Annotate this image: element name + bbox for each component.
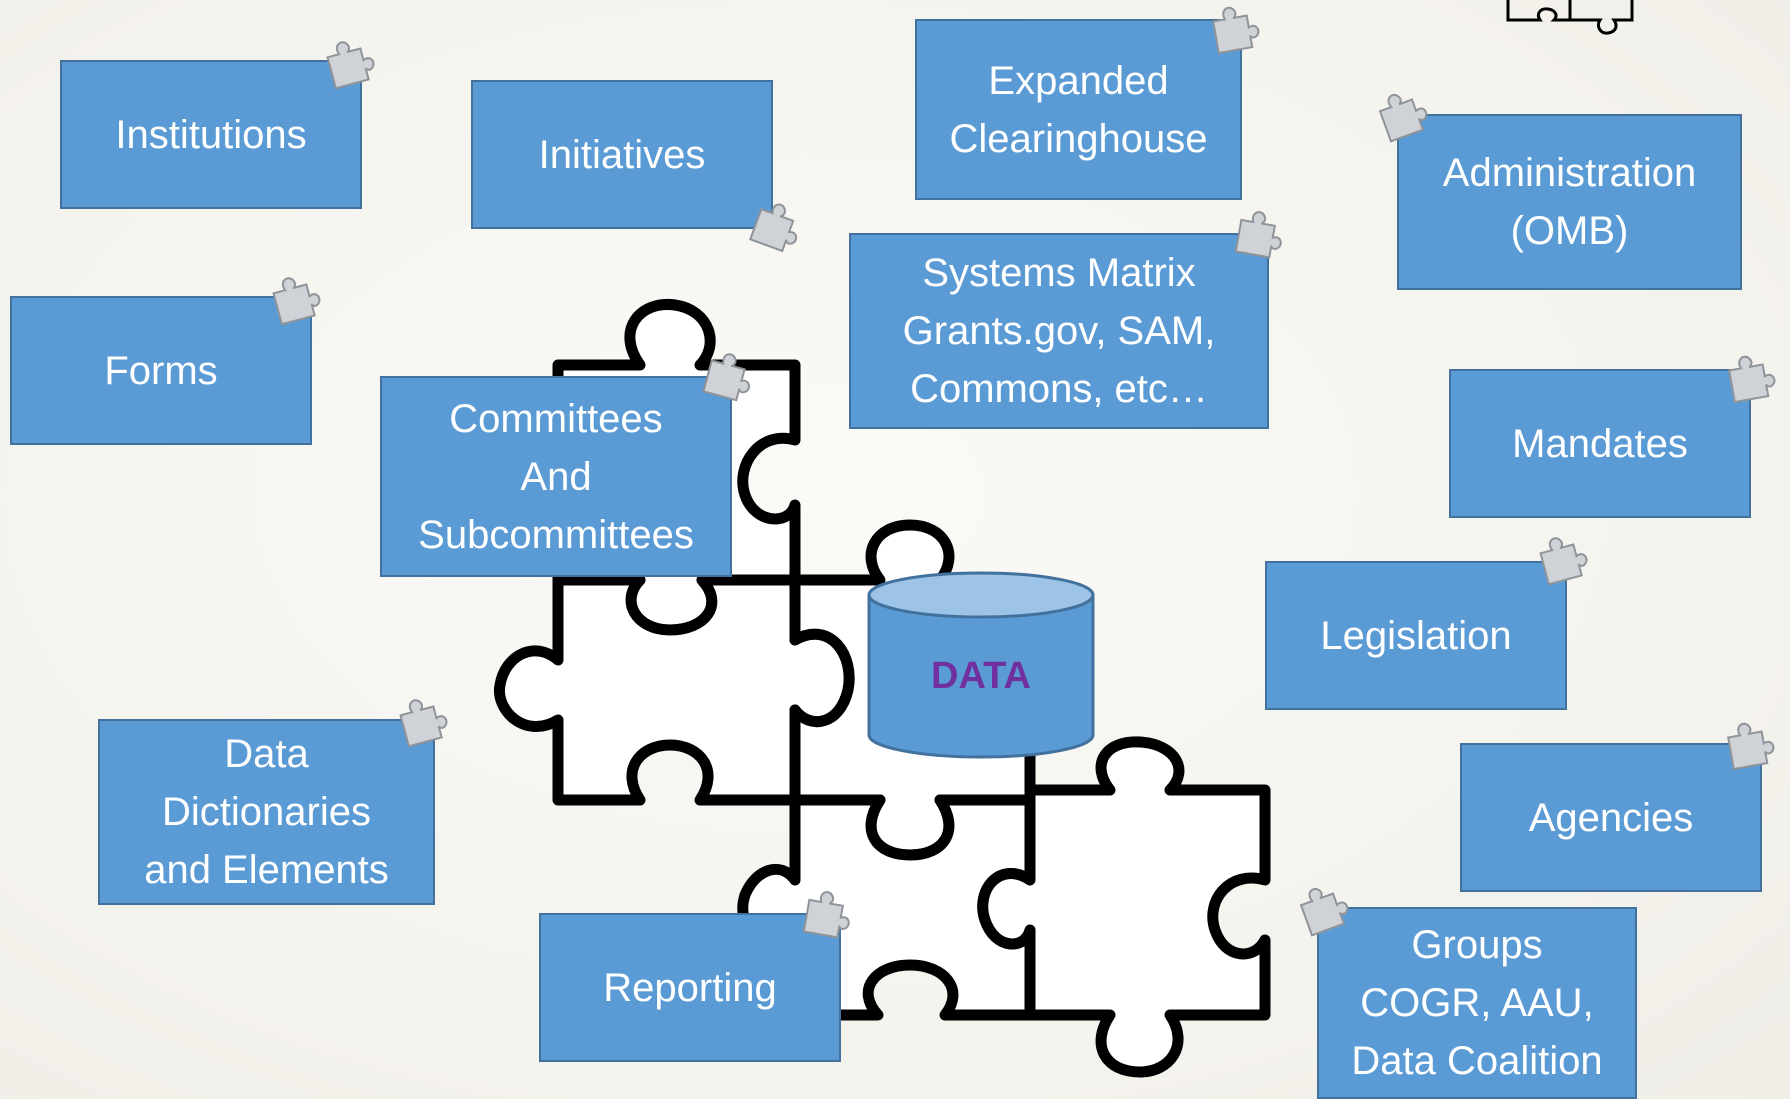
node-data-dictionaries: Data Dictionaries and Elements — [98, 719, 435, 905]
node-expanded-clearinghouse: Expanded Clearinghouse — [915, 19, 1242, 200]
node-committees: Committees And Subcommittees — [380, 376, 732, 577]
node-agencies: Agencies — [1460, 743, 1762, 892]
node-institutions: Institutions — [60, 60, 362, 209]
node-mandates: Mandates — [1449, 369, 1751, 518]
puzzle-piece-icon — [1234, 211, 1282, 259]
puzzle-piece-icon — [399, 699, 448, 748]
puzzle-piece-icon — [326, 41, 375, 90]
puzzle-piece-icon — [1378, 93, 1428, 143]
puzzle-outline-icon — [1506, 0, 1634, 35]
puzzle-piece-icon — [1727, 722, 1775, 771]
puzzle-piece-icon — [802, 891, 850, 939]
node-legislation: Legislation — [1265, 561, 1567, 710]
puzzle-piece-bottom-right — [977, 736, 1271, 1078]
database-cylinder — [867, 571, 1095, 759]
puzzle-piece-icon — [749, 203, 798, 253]
data-label: DATA — [931, 655, 1031, 697]
puzzle-piece-icon — [1212, 6, 1260, 55]
puzzle-piece-icon — [1728, 355, 1776, 404]
puzzle-piece-icon — [1299, 887, 1349, 937]
puzzle-piece-icon — [1539, 537, 1588, 586]
puzzle-piece-icon — [702, 353, 750, 402]
node-initiatives: Initiatives — [471, 80, 773, 229]
puzzle-piece-icon — [272, 277, 321, 326]
node-groups: Groups COGR, AAU, Data Coalition — [1317, 907, 1637, 1099]
node-reporting: Reporting — [539, 913, 841, 1062]
node-systems-matrix: Systems Matrix Grants.gov, SAM, Commons,… — [849, 233, 1269, 429]
node-forms: Forms — [10, 296, 312, 445]
node-administration: Administration (OMB) — [1397, 114, 1742, 290]
